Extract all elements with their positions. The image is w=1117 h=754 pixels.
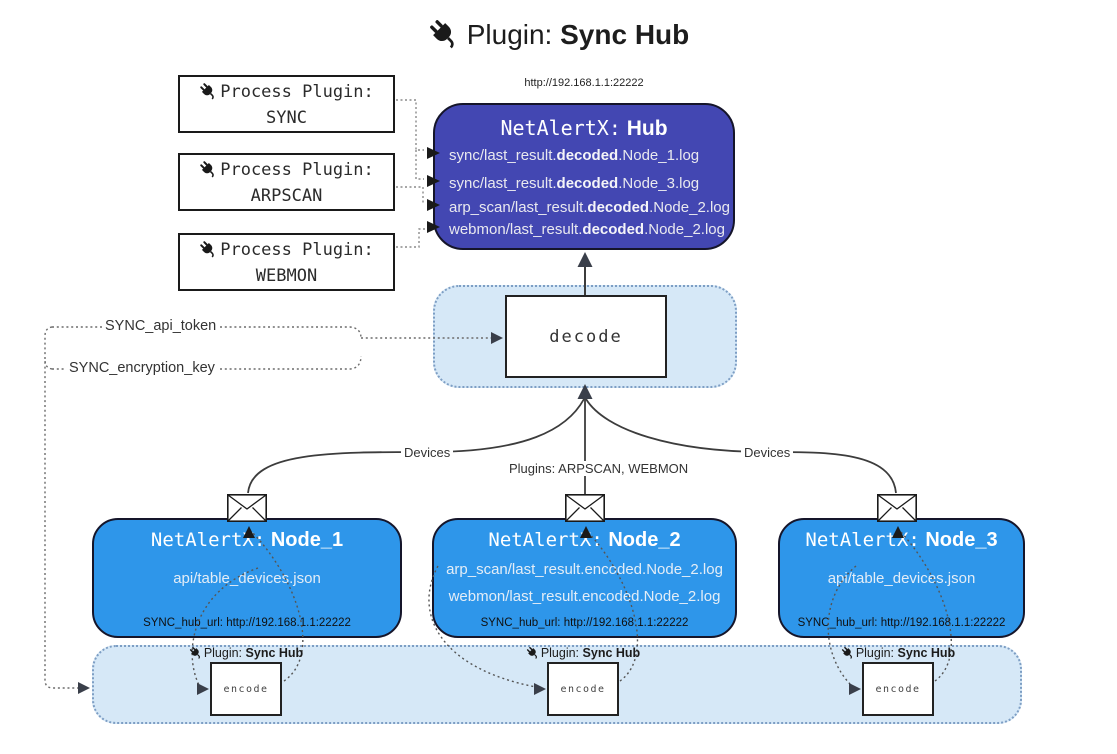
hub-box: NetAlertX: Hub sync/last_result.decoded.… xyxy=(433,103,735,250)
node3-hub-url: SYNC_hub_url: http://192.168.1.1:22222 xyxy=(797,617,1006,629)
plugins-label-mid: Plugins: ARPSCAN, WEBMON xyxy=(506,461,692,476)
node2-box: NetAlertX: Node_2 arp_scan/last_result.e… xyxy=(432,518,737,638)
node3-title: NetAlertX: Node_3 xyxy=(805,529,998,551)
encode1-plugin-label: Plugin: Sync Hub xyxy=(166,646,326,660)
plug-icon xyxy=(199,160,218,179)
decode-box: decode xyxy=(505,295,667,378)
edge-sync-plugin-2 xyxy=(415,150,424,180)
hub-log-line: sync/last_result.decoded.Node_3.log xyxy=(449,175,700,192)
plug-icon xyxy=(428,18,461,51)
edge-key-join xyxy=(44,359,53,370)
node2-file: arp_scan/last_result.encoded.Node_2.log xyxy=(446,561,723,578)
plug-icon xyxy=(526,646,540,660)
encode2-box: encode xyxy=(547,662,619,716)
plugin-name: ARPSCAN xyxy=(250,186,323,206)
encode3-box: encode xyxy=(862,662,934,716)
process-plugin-arpscan: Process Plugin: ARPSCAN xyxy=(178,153,395,211)
arrowhead-right xyxy=(78,682,90,694)
process-plugin-webmon: Process Plugin: WEBMON xyxy=(178,233,395,291)
node1-file: api/table_devices.json xyxy=(173,570,321,587)
title-bold: Sync Hub xyxy=(560,19,690,50)
node2-hub-url: SYNC_hub_url: http://192.168.1.1:22222 xyxy=(480,617,689,629)
plugin-name: SYNC xyxy=(266,108,307,128)
plug-icon xyxy=(199,82,218,101)
node1-box: NetAlertX: Node_1 api/table_devices.json… xyxy=(92,518,402,638)
devices-label-right: Devices xyxy=(741,445,794,460)
devices-label-left: Devices xyxy=(401,445,454,460)
hub-url-label: http://192.168.1.1:22222 xyxy=(524,77,644,89)
node2-file: webmon/last_result.encoded.Node_2.log xyxy=(448,588,721,605)
encode3-plugin-label: Plugin: Sync Hub xyxy=(818,646,978,660)
node3-file: api/table_devices.json xyxy=(827,570,976,587)
hub-log-line: arp_scan/last_result.decoded.Node_2.log xyxy=(449,199,730,216)
plug-icon xyxy=(199,240,218,259)
edge-arpscan-plugin xyxy=(396,186,425,204)
title-prefix: Plugin: xyxy=(466,19,553,50)
edge-webmon-plugin xyxy=(396,228,425,248)
hub-name-bold: Hub xyxy=(626,117,668,140)
edge-secrets-to-encode xyxy=(44,326,82,689)
plugin-name: WEBMON xyxy=(255,266,318,286)
sync-encryption-key-label: SYNC_encryption_key xyxy=(66,360,218,376)
encode1-box: encode xyxy=(210,662,282,716)
process-plugin-sync: Process Plugin: SYNC xyxy=(178,75,395,133)
plug-icon xyxy=(189,646,203,660)
plug-icon xyxy=(841,646,855,660)
hub-log-line: webmon/last_result.decoded.Node_2.log xyxy=(449,221,725,238)
arrowhead-up xyxy=(577,252,593,267)
hub-log-line: sync/last_result.decoded.Node_1.log xyxy=(449,147,700,164)
node3-box: NetAlertX: Node_3 api/table_devices.json… xyxy=(778,518,1025,638)
hub-name: NetAlertX: xyxy=(500,116,621,140)
sync-api-token-label: SYNC_api_token xyxy=(102,318,220,334)
node2-title: NetAlertX: Node_2 xyxy=(488,529,681,551)
encode2-plugin-label: Plugin: Sync Hub xyxy=(503,646,663,660)
edge-sync-plugin-1 xyxy=(396,99,424,151)
node1-title: NetAlertX: Node_1 xyxy=(150,529,344,551)
page-title: Plugin: Sync Hub xyxy=(0,18,1117,51)
node1-hub-url: SYNC_hub_url: http://192.168.1.1:22222 xyxy=(143,617,351,629)
decode-label: decode xyxy=(549,326,623,347)
hub-title: NetAlertX: Hub xyxy=(435,116,733,141)
